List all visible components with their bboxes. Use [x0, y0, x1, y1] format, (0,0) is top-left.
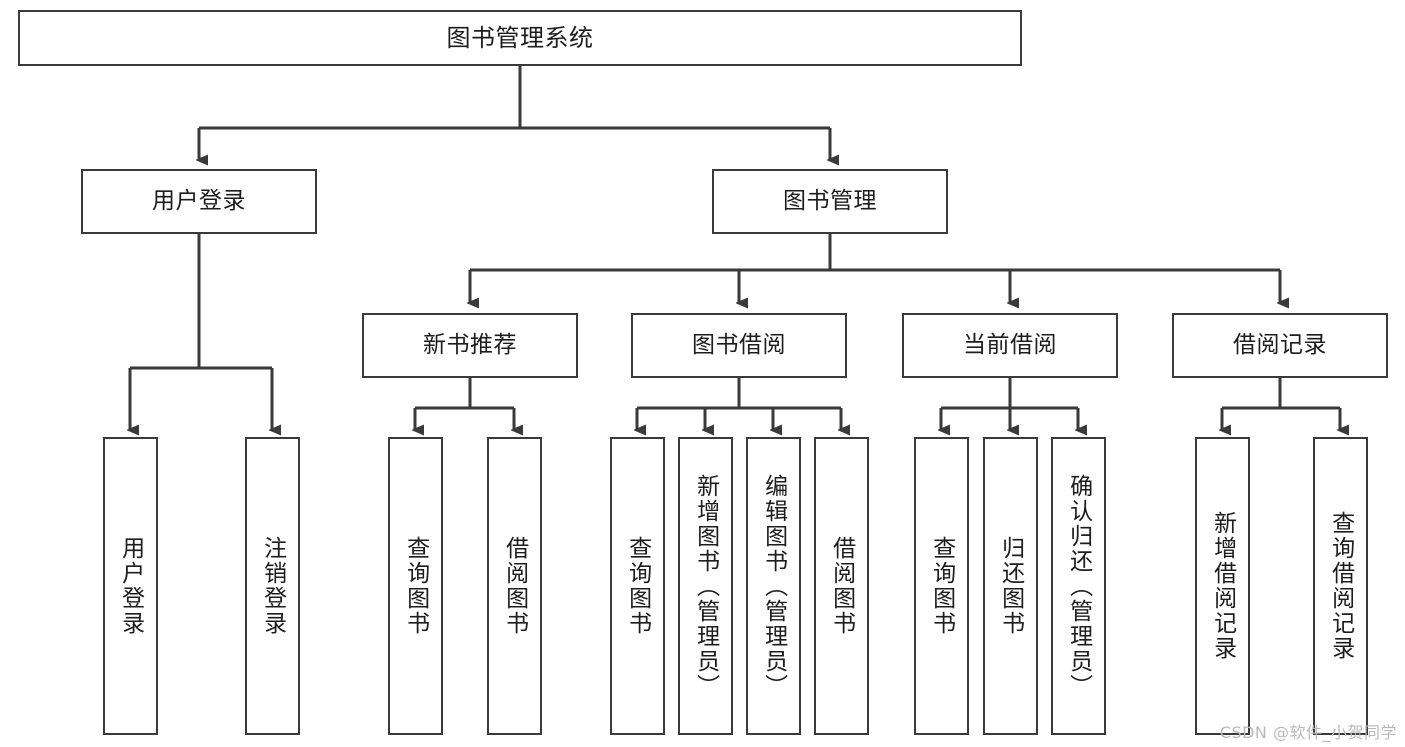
node-borrow-record[interactable]: 借阅记录 [1172, 313, 1388, 378]
node-leaf-return-book[interactable]: 归还图书 [983, 437, 1038, 735]
node-label: 借阅图书 [828, 536, 855, 636]
node-label: 新书推荐 [423, 331, 517, 358]
node-label: 归还图书 [997, 536, 1024, 636]
node-label: 用户登录 [152, 187, 246, 214]
node-label: 新增图书（管理员） [692, 473, 719, 699]
node-leaf-add-borrow-record[interactable]: 新增借阅记录 [1195, 437, 1250, 735]
node-book-borrow[interactable]: 图书借阅 [631, 313, 847, 378]
node-new-book-recommend[interactable]: 新书推荐 [362, 313, 578, 378]
node-label: 查询图书 [624, 536, 651, 636]
node-leaf-logout[interactable]: 注销登录 [245, 437, 300, 735]
node-leaf-query-book-recommend[interactable]: 查询图书 [388, 437, 443, 735]
node-leaf-borrow-book-recommend[interactable]: 借阅图书 [487, 437, 542, 735]
node-leaf-user-login[interactable]: 用户登录 [103, 437, 158, 735]
node-label: 查询图书 [402, 536, 429, 636]
node-leaf-add-book-admin[interactable]: 新增图书（管理员） [678, 437, 733, 735]
node-label: 借阅图书 [501, 536, 528, 636]
node-label: 查询借阅记录 [1327, 511, 1354, 661]
node-label: 借阅记录 [1233, 331, 1327, 358]
node-label: 编辑图书（管理员） [760, 473, 787, 699]
node-leaf-confirm-return-admin[interactable]: 确认归还（管理员） [1051, 437, 1106, 735]
node-root-system[interactable]: 图书管理系统 [18, 10, 1022, 66]
node-leaf-query-book[interactable]: 查询图书 [610, 437, 665, 735]
node-label: 当前借阅 [963, 331, 1057, 358]
node-label: 查询图书 [928, 536, 955, 636]
node-leaf-borrow-book[interactable]: 借阅图书 [814, 437, 869, 735]
node-leaf-query-borrow-record[interactable]: 查询借阅记录 [1313, 437, 1368, 735]
node-leaf-query-book-current[interactable]: 查询图书 [914, 437, 969, 735]
watermark: CSDN @软件_小贺同学 [1219, 723, 1397, 742]
node-user-login[interactable]: 用户登录 [81, 169, 317, 234]
node-label: 用户登录 [117, 536, 144, 636]
node-label: 新增借阅记录 [1209, 511, 1236, 661]
node-label: 图书管理系统 [446, 23, 594, 52]
node-leaf-edit-book-admin[interactable]: 编辑图书（管理员） [746, 437, 801, 735]
node-book-management[interactable]: 图书管理 [712, 169, 948, 234]
node-label: 图书借阅 [692, 331, 786, 358]
node-label: 图书管理 [783, 187, 877, 214]
node-current-borrow[interactable]: 当前借阅 [902, 313, 1118, 378]
node-label: 注销登录 [259, 536, 286, 636]
node-label: 确认归还（管理员） [1065, 473, 1092, 699]
